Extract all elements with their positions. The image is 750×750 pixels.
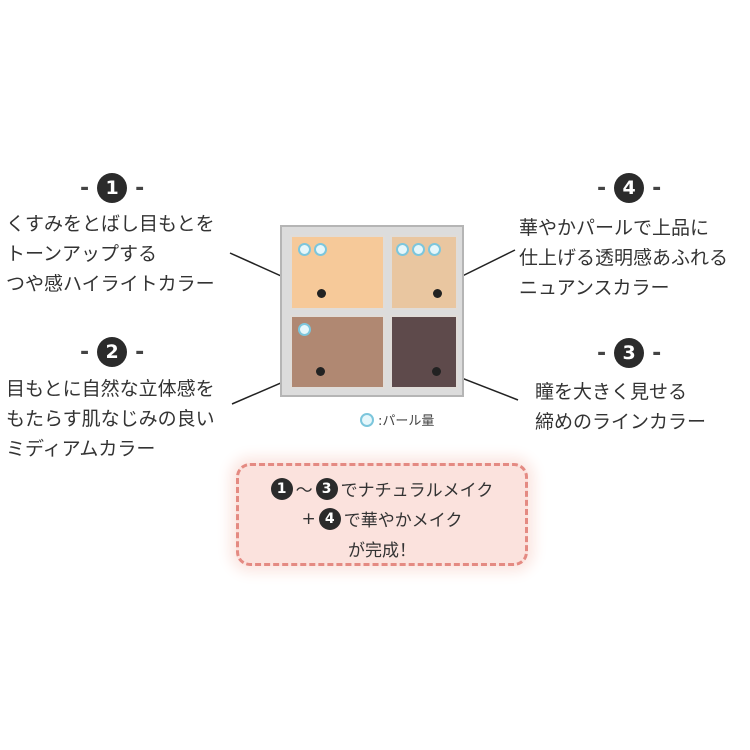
item-2-description: 目もとに自然な立体感を もたらす肌なじみの良い ミディアムカラー <box>6 378 215 460</box>
item-3-description: 瞳を大きく見せる 締めのラインカラー <box>535 381 707 433</box>
item-4-description: 華やかパールで上品に 仕上げる透明感あふれる ニュアンスカラー <box>519 217 729 299</box>
number-badge-1: 1 <box>97 173 128 203</box>
number-badge-4: 4 <box>614 173 645 203</box>
pearl-legend-label: :パール量 <box>378 414 435 429</box>
pan-3-marker-dot <box>432 367 441 376</box>
item-2-heading: - 2 - <box>80 337 144 367</box>
pearl-icon <box>298 323 311 336</box>
pearl-icon <box>396 243 409 256</box>
callout-line-2: + 4 で華やかメイク <box>301 507 463 531</box>
color-pan-3 <box>390 315 458 389</box>
pan-2-marker-dot <box>316 367 325 376</box>
pearl-icon <box>298 243 311 256</box>
summary-callout: 1 〜 3 でナチュラルメイク + 4 で華やかメイク が完成！ <box>236 463 528 566</box>
pearl-legend: :パール量 <box>360 410 434 429</box>
pearl-icon <box>428 243 441 256</box>
color-pan-1 <box>290 235 385 310</box>
item-1-description: くすみをとばし目もとを トーンアップする つや感ハイライトカラー <box>6 213 215 295</box>
pan-4-marker-dot <box>433 289 442 298</box>
callout-line-3: が完成！ <box>348 541 416 561</box>
pearl-icon <box>314 243 327 256</box>
pan-1-marker-dot <box>317 289 326 298</box>
number-badge-2: 2 <box>97 337 128 367</box>
number-badge-3: 3 <box>614 338 645 368</box>
eyeshadow-palette <box>280 225 464 397</box>
color-pan-2 <box>290 315 385 389</box>
item-4-heading: - 4 - <box>597 173 661 203</box>
item-3-heading: - 3 - <box>597 338 661 368</box>
pearl-icon <box>412 243 425 256</box>
item-1-heading: - 1 - <box>80 173 144 203</box>
color-pan-4 <box>390 235 458 310</box>
pearl-icon <box>360 412 374 427</box>
callout-line-1: 1 〜 3 でナチュラルメイク <box>239 476 525 501</box>
